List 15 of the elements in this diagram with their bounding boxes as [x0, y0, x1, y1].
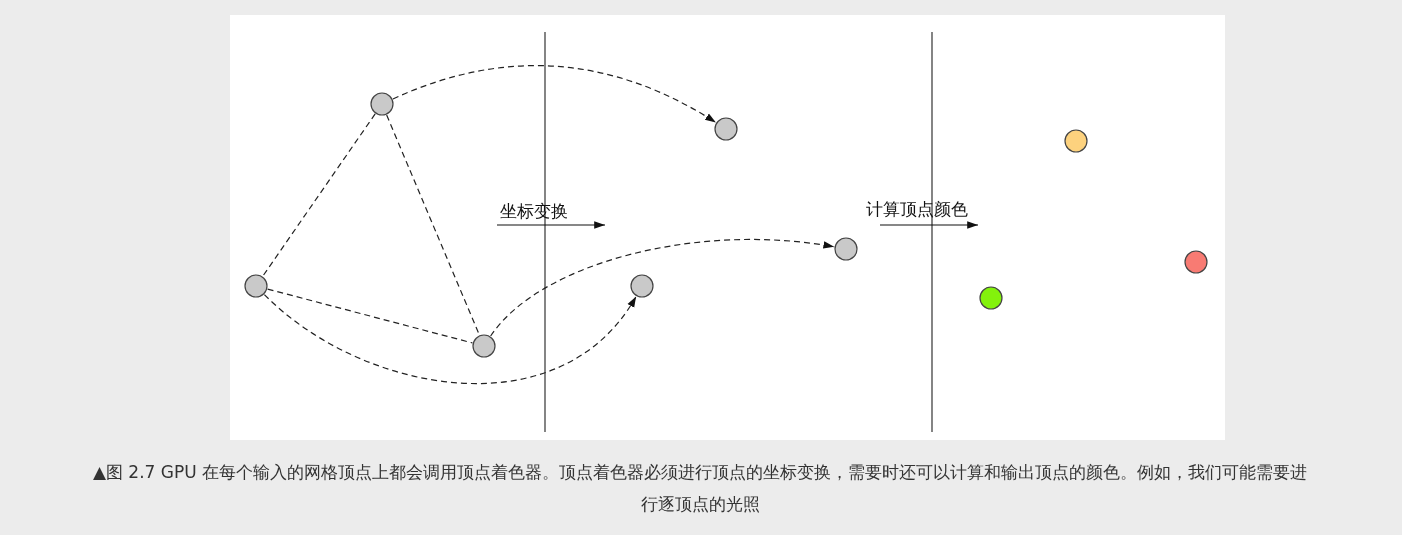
step-label: 坐标变换 — [500, 200, 568, 223]
vertex-circle — [472, 334, 496, 358]
vertex-circle — [979, 286, 1003, 310]
dashed-arrow — [263, 293, 637, 384]
vertex-circle — [244, 274, 268, 298]
vertex-circle — [1184, 250, 1208, 274]
dashed-arrow — [490, 239, 835, 337]
figure-caption: ▲图 2.7 GPU 在每个输入的网格顶点上都会调用顶点着色器。顶点着色器必须进行顶点的坐标变换，需要时还可以计算和输出顶点的颜色。例如，我们可能需要进行逐顶点的光照 — [91, 461, 1309, 516]
vertex-circle — [370, 92, 394, 116]
vertex-circle — [630, 274, 654, 298]
vertex-circle — [1064, 129, 1088, 153]
vertex-circle — [834, 237, 858, 261]
step-label: 计算顶点颜色 — [866, 198, 968, 221]
vertex-circle — [714, 117, 738, 141]
dashed-arrow — [392, 65, 717, 124]
